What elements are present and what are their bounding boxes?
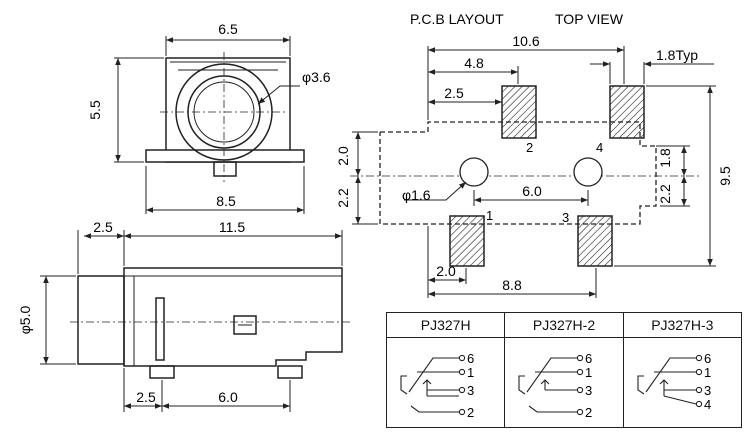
pad-2 bbox=[501, 85, 537, 139]
pcb-pad-a-label: 4.8 bbox=[464, 55, 484, 71]
pin-label: 6 bbox=[704, 351, 711, 366]
pad-number-1: 1 bbox=[486, 208, 493, 223]
schematic-pj327h-2: 6 1 3 2 bbox=[518, 351, 593, 420]
side-offset-label: 2.5 bbox=[93, 219, 113, 235]
pad-4 bbox=[609, 85, 645, 139]
pcb-pads bbox=[449, 85, 645, 267]
side-view-dimensions bbox=[40, 230, 343, 412]
pad-number-2: 2 bbox=[526, 140, 533, 155]
pin-label: 3 bbox=[467, 383, 474, 398]
pin-label: 4 bbox=[704, 397, 711, 412]
schematic-pj327h: 6 1 3 2 bbox=[400, 351, 474, 420]
top-height-label: 5.5 bbox=[87, 100, 103, 120]
model-column-pj327h: PJ327H 6 1 3 2 bbox=[387, 313, 505, 427]
top-view-title: TOP VIEW bbox=[555, 11, 624, 27]
model-column-pj327h-3: PJ327H-3 6 1 3 4 bbox=[622, 313, 741, 427]
pcb-upper-hole-label: 2.0 bbox=[335, 146, 351, 166]
top-base-width-label: 8.5 bbox=[216, 193, 236, 209]
pcb-outline bbox=[379, 121, 657, 225]
pin-label: 2 bbox=[467, 405, 474, 420]
pin-label: 3 bbox=[585, 383, 592, 398]
pin-label: 1 bbox=[704, 365, 711, 380]
pcb-hole-dia-label: φ1.6 bbox=[402, 187, 431, 203]
top-hole-label: φ3.6 bbox=[302, 69, 331, 85]
model-name: PJ327H-3 bbox=[623, 313, 741, 338]
pad-number-3: 3 bbox=[562, 210, 569, 225]
pad-1 bbox=[449, 215, 485, 267]
pcb-dimensions bbox=[352, 46, 716, 298]
pcb-lower-hole-label: 2.2 bbox=[335, 188, 351, 208]
pcb-pad-width-label: 1.8Typ bbox=[656, 47, 698, 63]
pcb-pad-b-label: 2.5 bbox=[444, 85, 464, 101]
pcb-holes bbox=[459, 157, 603, 187]
pcb-right-lower-label: 2.2 bbox=[657, 184, 673, 204]
side-foot-offset-label: 2.5 bbox=[136, 389, 156, 405]
side-view-drawing bbox=[70, 267, 350, 379]
model-name: PJ327H bbox=[387, 313, 505, 338]
pad-3 bbox=[577, 215, 613, 267]
side-length-label: 11.5 bbox=[219, 219, 245, 235]
pad-number-4: 4 bbox=[596, 140, 603, 155]
schematic-pj327h-3: 6 1 3 4 bbox=[637, 351, 711, 412]
pin-label: 2 bbox=[585, 405, 592, 420]
top-width-label: 6.5 bbox=[218, 21, 238, 37]
pcb-lower-left-label: 2.0 bbox=[436, 263, 456, 279]
pin-label: 6 bbox=[585, 351, 592, 366]
pcb-right-upper-label: 1.8 bbox=[657, 148, 673, 168]
model-name: PJ327H-2 bbox=[505, 313, 623, 338]
model-column-pj327h-2: PJ327H-2 6 1 3 2 bbox=[504, 313, 623, 427]
side-foot-spacing-label: 6.0 bbox=[218, 389, 238, 405]
model-table: PJ327H 6 1 3 2 PJ327H-2 bbox=[386, 312, 742, 428]
pin-label: 1 bbox=[467, 365, 474, 380]
top-view-drawing bbox=[145, 52, 305, 182]
pin-label: 3 bbox=[704, 383, 711, 398]
pcb-height-total-label: 9.5 bbox=[717, 166, 733, 186]
side-diameter-label: φ5.0 bbox=[17, 306, 33, 335]
pin-label: 1 bbox=[585, 365, 592, 380]
pcb-lower-span-label: 8.8 bbox=[502, 277, 522, 293]
pcb-layout-title: P.C.B LAYOUT bbox=[410, 11, 504, 27]
top-view-dimensions bbox=[114, 36, 305, 214]
pin-label: 6 bbox=[467, 351, 474, 366]
pcb-overall-label: 10.6 bbox=[512, 33, 539, 49]
pcb-hole-spacing-label: 6.0 bbox=[522, 183, 542, 199]
